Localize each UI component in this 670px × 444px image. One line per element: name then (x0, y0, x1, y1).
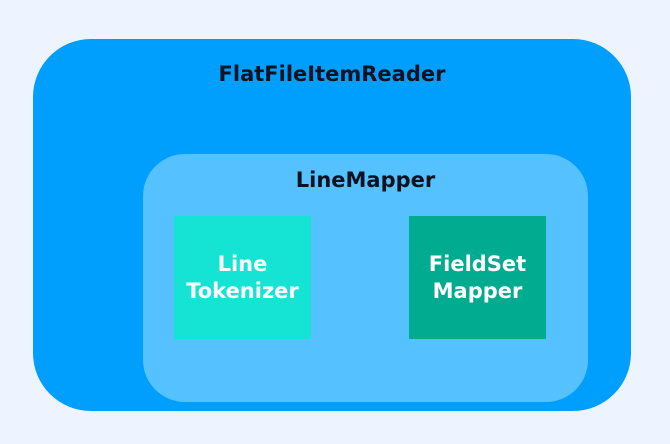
fieldset-mapper-box: FieldSet Mapper (409, 216, 546, 339)
line-tokenizer-box: Line Tokenizer (174, 216, 311, 339)
flatfileitemreader-container: FlatFileItemReader LineMapper Line Token… (33, 39, 631, 411)
linemapper-title: LineMapper (295, 168, 436, 192)
linemapper-container: LineMapper Line Tokenizer FieldSet Mappe… (143, 154, 588, 402)
flatfileitemreader-title: FlatFileItemReader (218, 62, 446, 86)
